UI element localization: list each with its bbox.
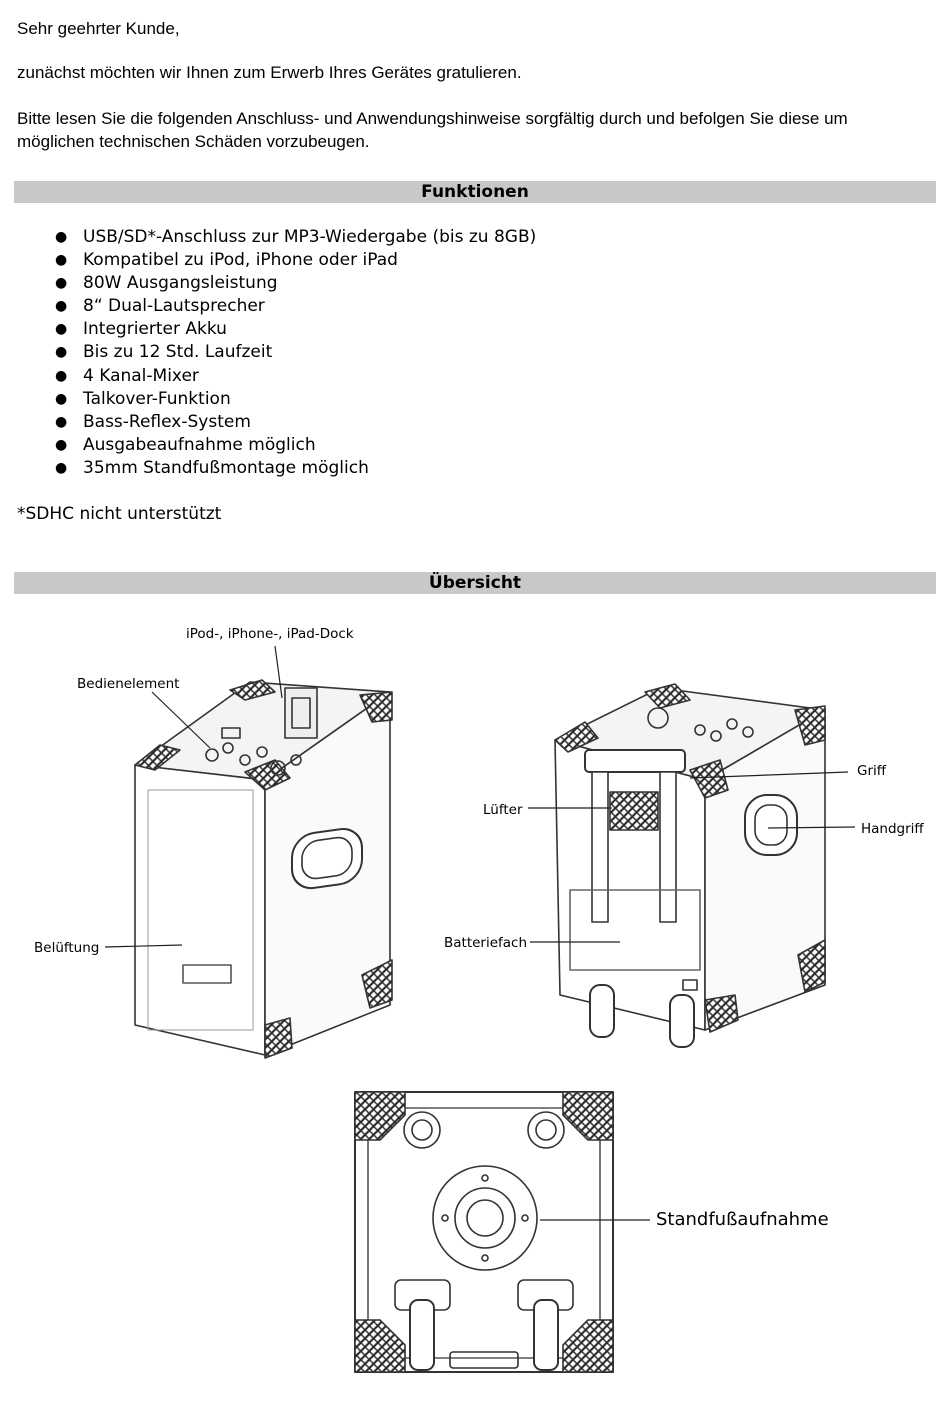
speaker-illustrations xyxy=(104,645,856,1373)
list-item: ●80W Ausgangsleistung xyxy=(55,272,536,295)
list-item: ●Talkover-Funktion xyxy=(55,388,536,411)
label-dock: iPod-, iPhone-, iPad-Dock xyxy=(186,626,354,642)
bullet-icon: ● xyxy=(55,459,68,476)
footnote: *SDHC nicht unterstützt xyxy=(17,504,222,524)
list-item: ●8“ Dual-Lautsprecher xyxy=(55,295,536,318)
instruction-text: Bitte lesen Sie die folgenden Anschluss-… xyxy=(17,109,853,151)
label-mount: Standfußaufnahme xyxy=(656,1209,829,1230)
bullet-icon: ● xyxy=(55,413,68,430)
list-item: ●4 Kanal-Mixer xyxy=(55,365,536,388)
list-item: ●Kompatibel zu iPod, iPhone oder iPad xyxy=(55,249,536,272)
list-item: ●USB/SD*-Anschluss zur MP3-Wiedergabe (b… xyxy=(55,226,536,249)
bullet-icon: ● xyxy=(55,275,68,292)
speaker-bottom-view xyxy=(354,1091,614,1373)
bullet-icon: ● xyxy=(55,390,68,407)
bullet-icon: ● xyxy=(55,321,68,338)
list-item: ●Ausgabeaufnahme möglich xyxy=(55,434,536,457)
congrats-text: zunächst möchten wir Ihnen zum Erwerb Ih… xyxy=(17,63,522,82)
list-item: ●35mm Standfußmontage möglich xyxy=(55,457,536,480)
list-item: ●Bass-Reflex-System xyxy=(55,411,536,434)
bullet-icon: ● xyxy=(55,252,68,269)
speaker-front-view xyxy=(134,679,393,1059)
functions-heading: Funktionen xyxy=(14,181,936,203)
label-controls: Bedienelement xyxy=(77,676,180,692)
speaker-rear-view xyxy=(554,683,826,1048)
bullet-icon: ● xyxy=(55,436,68,453)
list-item: ●Bis zu 12 Std. Laufzeit xyxy=(55,341,536,364)
bullet-icon: ● xyxy=(55,367,68,384)
bullet-icon: ● xyxy=(55,344,68,361)
label-grip: Griff xyxy=(857,763,887,779)
leader-lines xyxy=(104,645,856,1221)
label-vent: Belüftung xyxy=(34,940,100,956)
list-item: ●Integrierter Akku xyxy=(55,318,536,341)
label-battery: Batteriefach xyxy=(444,935,528,951)
label-handle: Handgriff xyxy=(861,821,924,837)
label-fan: Lüfter xyxy=(483,802,523,818)
greeting-text: Sehr geehrter Kunde, xyxy=(17,19,180,38)
overview-heading: Übersicht xyxy=(14,572,936,594)
bullet-icon: ● xyxy=(55,298,68,315)
bullet-icon: ● xyxy=(55,229,68,245)
feature-list: ●USB/SD*-Anschluss zur MP3-Wiedergabe (b… xyxy=(55,226,536,480)
